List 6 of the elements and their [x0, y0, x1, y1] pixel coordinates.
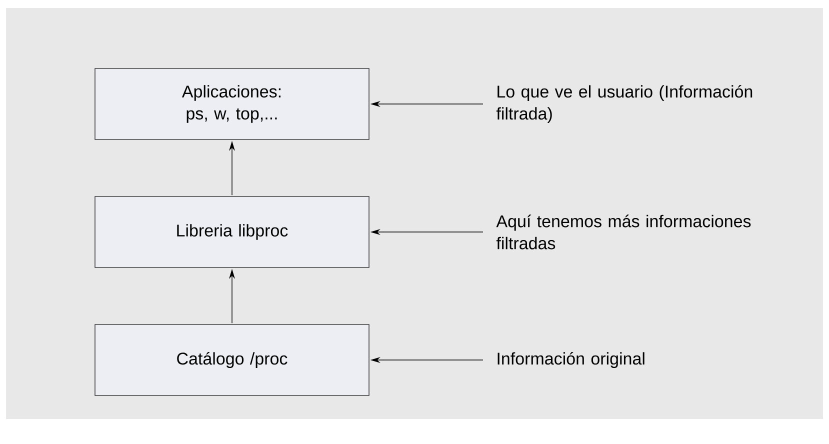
annotation-text: Información original — [498, 352, 644, 368]
process-box: Aplicaciones: ps, w, top,... — [94, 68, 370, 140]
annotation-text: Aquí tenemos más informaciones filtradas — [496, 214, 751, 250]
process-box: Libreria libproc — [94, 196, 370, 268]
annotation-text: Lo que ve el usuario (Información filtrada) — [496, 84, 752, 123]
process-box: Catálogo /proc — [94, 324, 370, 396]
